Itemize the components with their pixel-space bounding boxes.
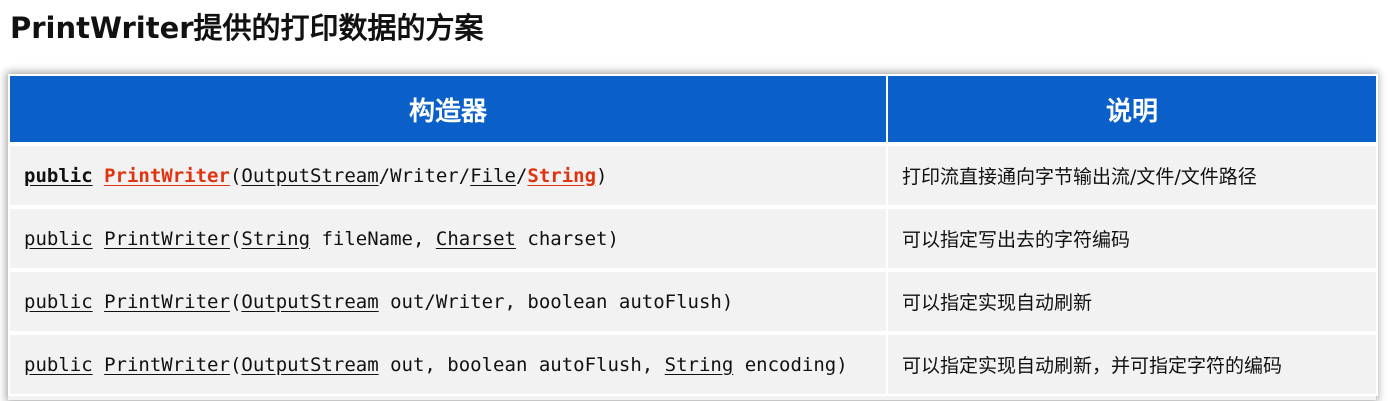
param-text: encoding) bbox=[733, 353, 848, 376]
class-name: PrintWriter bbox=[104, 164, 230, 187]
param-text: /Writer/ bbox=[378, 164, 471, 187]
param-type: OutputStream bbox=[241, 353, 379, 376]
constructor-signature: public PrintWriter(OutputStream out, boo… bbox=[8, 331, 888, 396]
header-description: 说明 bbox=[886, 74, 1378, 145]
param-type: OutputStream bbox=[241, 164, 379, 187]
constructor-description: 打印流直接通向字节输出流/文件/文件路径 bbox=[886, 142, 1378, 208]
keyword-public: public bbox=[24, 164, 93, 187]
param-type: String bbox=[664, 353, 734, 376]
param-type: String bbox=[527, 164, 597, 187]
constructor-signature: public PrintWriter(OutputStream out/Writ… bbox=[8, 268, 888, 334]
param-text: ( bbox=[229, 290, 242, 313]
param-text: ( bbox=[229, 353, 242, 376]
constructor-description: 可以指定实现自动刷新 bbox=[886, 268, 1378, 334]
table-row: public PrintWriter(OutputStream out, boo… bbox=[8, 331, 1378, 396]
class-name: PrintWriter bbox=[104, 353, 230, 376]
param-type: String bbox=[241, 227, 311, 250]
param-text: charset) bbox=[515, 227, 619, 250]
constructor-signature: public PrintWriter(OutputStream/Writer/F… bbox=[8, 142, 888, 208]
class-name: PrintWriter bbox=[104, 290, 230, 313]
param-text: ( bbox=[229, 227, 242, 250]
param-text: / bbox=[515, 164, 528, 187]
constructor-signature: public PrintWriter(String fileName, Char… bbox=[8, 205, 888, 271]
keyword-public: public bbox=[24, 353, 93, 376]
param-text: out, boolean autoFlush, bbox=[378, 353, 665, 376]
param-text: ) bbox=[596, 164, 608, 187]
class-name: PrintWriter bbox=[104, 227, 230, 250]
table-header-row: 构造器 说明 bbox=[8, 74, 1378, 145]
param-type: Charset bbox=[435, 227, 516, 250]
keyword-public: public bbox=[24, 227, 93, 250]
header-constructor: 构造器 bbox=[8, 74, 888, 145]
constructor-description: 可以指定写出去的字符编码 bbox=[886, 205, 1378, 271]
constructor-table: 构造器 说明 public PrintWriter(OutputStream/W… bbox=[8, 74, 1378, 400]
param-text: ( bbox=[229, 164, 242, 187]
constructor-description: 可以指定实现自动刷新，并可指定字符的编码 bbox=[886, 331, 1378, 396]
param-type: File bbox=[470, 164, 516, 187]
page-title: PrintWriter提供的打印数据的方案 bbox=[10, 11, 484, 45]
table-row: public PrintWriter(OutputStream/Writer/F… bbox=[8, 142, 1378, 208]
keyword-public: public bbox=[24, 290, 93, 313]
param-text: out/Writer, boolean autoFlush) bbox=[378, 290, 734, 313]
param-text: fileName, bbox=[310, 227, 436, 250]
table-row: public PrintWriter(OutputStream out/Writ… bbox=[8, 268, 1378, 334]
table-row: public PrintWriter(String fileName, Char… bbox=[8, 205, 1378, 271]
param-type: OutputStream bbox=[241, 290, 379, 313]
